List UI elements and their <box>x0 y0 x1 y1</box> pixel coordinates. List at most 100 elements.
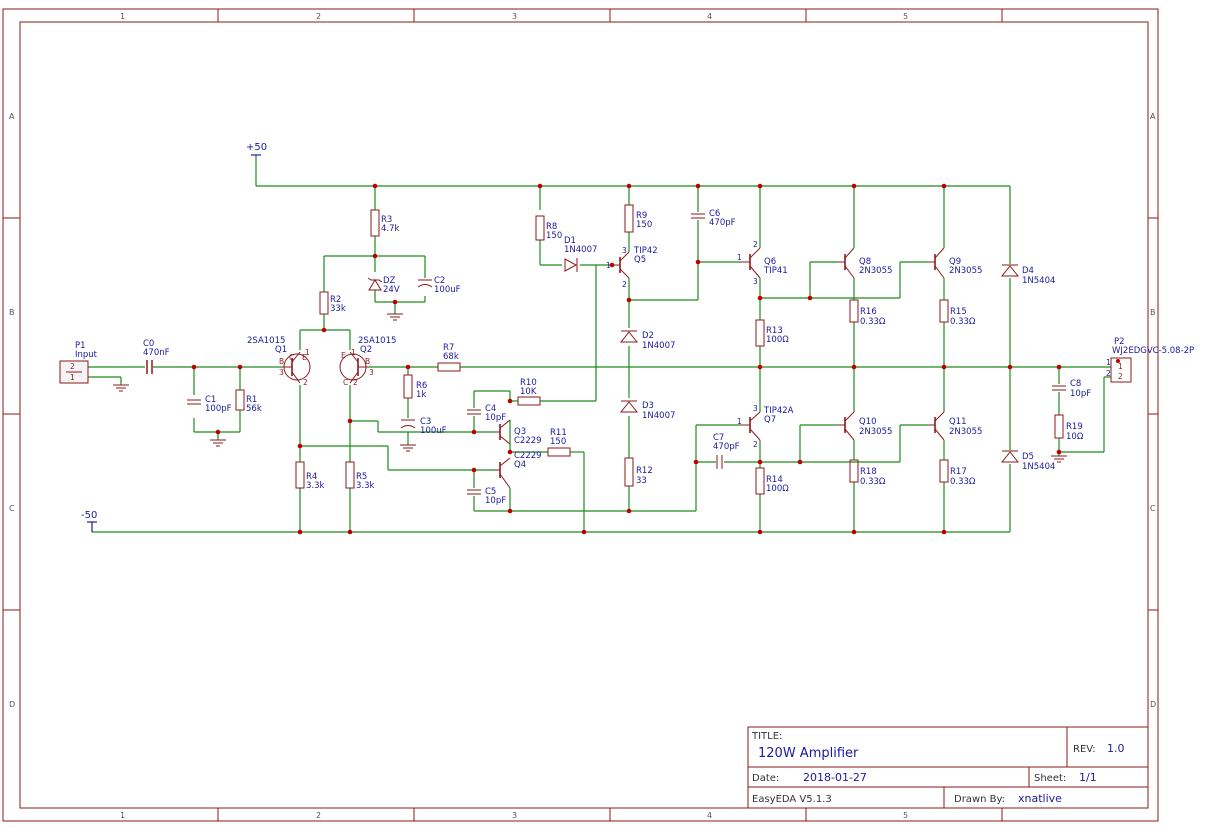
r3-value: 4.7k <box>381 224 400 234</box>
q2-b-pin: B <box>365 357 370 366</box>
date-label: Date: <box>752 773 779 784</box>
diodes <box>367 258 1020 463</box>
grid-row-c-right: C <box>1150 504 1156 513</box>
q10-ref: Q10 <box>859 417 877 427</box>
p2-pin1-num: 1 <box>1106 358 1111 367</box>
r17-value: 0.33Ω <box>950 477 976 487</box>
q5-value: TIP42 <box>633 246 658 256</box>
p1-pin1-label: 1 <box>70 373 75 382</box>
q6-p1-pin: 1 <box>737 253 742 262</box>
grid-col-4-bottom: 4 <box>707 811 712 820</box>
q5-p3-pin: 3 <box>622 246 627 255</box>
q1-e-pin: E <box>302 353 307 362</box>
r15-ref: R15 <box>950 307 967 317</box>
ground-icon <box>400 444 416 452</box>
q8-value: 2N3055 <box>859 266 892 276</box>
p2-pin1-label: 1 <box>1118 362 1123 371</box>
q1-c-pin: C <box>289 353 294 362</box>
c5-value: 10pF <box>485 496 506 506</box>
q9-ref: Q9 <box>949 257 961 267</box>
d3-value: 1N4007 <box>642 411 675 421</box>
grid-row-d-right: D <box>1150 700 1156 709</box>
title-block: TITLE: 120W Amplifier REV: 1.0 Date: 201… <box>747 726 1149 809</box>
grid-col-5-top: 5 <box>903 12 908 21</box>
c3-ref: C3 <box>420 417 431 427</box>
c8-ref: C8 <box>1070 379 1081 389</box>
sheet-frame: 1 2 3 4 5 1 2 3 4 5 A B C D A B C D <box>2 8 1159 822</box>
ground-icon <box>387 313 403 321</box>
c4-ref: C4 <box>485 404 496 414</box>
r19-value: 10Ω <box>1066 432 1084 442</box>
r5-value: 3.3k <box>356 481 375 491</box>
drawn-by-label: Drawn By: <box>954 794 1005 805</box>
grid-col-2-bottom: 2 <box>316 811 321 820</box>
q4-value: C2229 <box>514 451 542 461</box>
dz-value: 24V <box>383 285 400 295</box>
p2-value: WJ2EDGVC-5.08-2P <box>1112 346 1194 356</box>
r1-value: 56k <box>246 404 262 414</box>
grid-row-d-left: D <box>9 700 15 709</box>
grid-col-4-top: 4 <box>707 12 712 21</box>
pin-labels: B 3 C E 1 2 B 3 C E 1 2 1 3 2 1 2 3 1 3 … <box>279 240 758 449</box>
q1-p2-pin: 2 <box>303 378 308 387</box>
r18-ref: R18 <box>860 467 877 477</box>
c8-value: 10pF <box>1070 389 1091 399</box>
date-value: 2018-01-27 <box>803 771 867 784</box>
c7-value: 470pF <box>713 442 740 452</box>
p1-ref: P1 <box>75 341 86 351</box>
grid-row-b-right: B <box>1150 308 1156 317</box>
p2-pin2-label: 2 <box>1118 372 1123 381</box>
d5-value: 1N5404 <box>1022 462 1055 472</box>
grid-row-b-left: B <box>9 308 15 317</box>
r14-ref: R14 <box>766 475 783 485</box>
r11-ref: R11 <box>550 428 567 438</box>
r9-ref: R9 <box>636 211 647 221</box>
grid-col-5-bottom: 5 <box>903 811 908 820</box>
d1-ref: D1 <box>564 236 576 246</box>
q5-p2-pin: 2 <box>622 280 627 289</box>
q10-value: 2N3055 <box>859 427 892 437</box>
c2-value: 100uF <box>434 285 461 295</box>
r10-value: 10K <box>520 387 537 397</box>
rev-value: 1.0 <box>1107 742 1125 755</box>
power-rails: +50 -50 <box>81 142 1010 533</box>
r7-ref: R7 <box>443 343 454 353</box>
q2-p2-pin: 2 <box>353 378 358 387</box>
q1-ref: Q1 <box>275 345 287 355</box>
q1-p1-pin: 1 <box>305 348 310 357</box>
d2-value: 1N4007 <box>642 341 675 351</box>
r13-ref: R13 <box>766 326 783 336</box>
q1-value: 2SA1015 <box>247 336 285 346</box>
r18-value: 0.33Ω <box>860 477 886 487</box>
q8-ref: Q8 <box>859 257 871 267</box>
q4-ref: Q4 <box>514 460 526 470</box>
c3-value: 100uF <box>420 426 447 436</box>
grid-col-1-top: 1 <box>120 12 125 21</box>
r4-value: 3.3k <box>306 481 325 491</box>
connectors: 2 1 1 2 1 2 <box>59 357 1132 384</box>
grid-row-a-left: A <box>9 112 15 121</box>
r11-value: 150 <box>550 437 566 447</box>
c6-value: 470pF <box>709 218 736 228</box>
c4-value: 10pF <box>485 413 506 423</box>
r17-ref: R17 <box>950 467 967 477</box>
r8-value: 150 <box>546 231 562 241</box>
r15-value: 0.33Ω <box>950 317 976 327</box>
p2-pin2-num: 2 <box>1106 369 1111 378</box>
q7-p1-pin: 1 <box>737 417 742 426</box>
q11-value: 2N3055 <box>949 427 982 437</box>
sheet-value: 1/1 <box>1079 771 1097 784</box>
r12-value: 33 <box>636 476 647 486</box>
c2-ref: C2 <box>434 276 445 286</box>
rail-negative-label: -50 <box>81 510 97 521</box>
q7-p3-pin: 3 <box>753 404 758 413</box>
title-value: 120W Amplifier <box>758 746 859 761</box>
q3-value: C2229 <box>514 436 542 446</box>
q11-ref: Q11 <box>949 417 967 427</box>
r16-value: 0.33Ω <box>860 317 886 327</box>
transistors <box>283 247 945 489</box>
r16-ref: R16 <box>860 307 877 317</box>
ground-icon <box>1051 455 1067 463</box>
ground-icon <box>113 384 129 392</box>
